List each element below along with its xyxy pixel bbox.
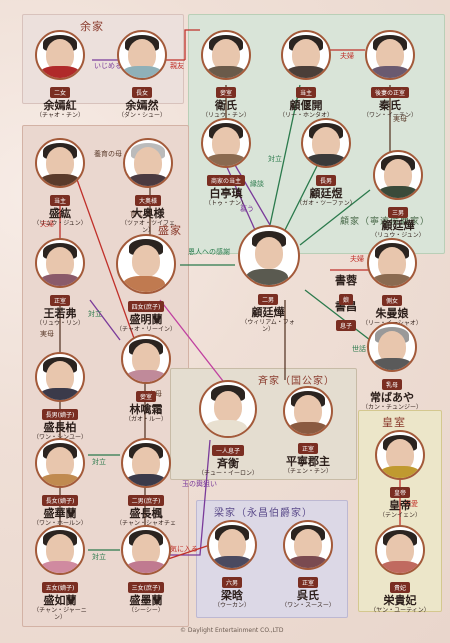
portrait (375, 525, 425, 575)
portrait (283, 386, 333, 436)
rel-tairitsu-joran: 対立 (92, 553, 106, 561)
rel-jitsubo-ko: 実母 (393, 115, 407, 123)
rel-jitsubo-sei: 実母 (40, 330, 54, 338)
person-yo-yanhong: 二女 余嫣紅 （チャオ・チン） (30, 30, 90, 119)
panel-koshitsu-title: 皇室 (382, 416, 406, 429)
panel-sei-title: 盛家 (158, 224, 182, 237)
portrait (35, 30, 85, 80)
portrait (35, 525, 85, 575)
person-ei-shi: 妾室 衛氏 （リュウ・チン） (196, 30, 256, 119)
person-ryo-kan: 六男 梁晗 （ウーカン） (202, 520, 262, 609)
person-jo-ayaya: 乳母 常ばあや （カン・チュンジー） (362, 322, 422, 411)
portrait (35, 138, 85, 188)
portrait (375, 430, 425, 480)
portrait (121, 334, 171, 384)
panel-ko-title: 顧家（寧遠侯爵家） (340, 217, 431, 227)
rel-sekiron: 世話する (352, 345, 380, 353)
portrait (365, 30, 415, 80)
rel-choai: 寵愛 (404, 500, 418, 508)
person-shu-manjo: 側女 朱曼娘 （リー・イーシャオ） (362, 238, 422, 327)
person-rin-kin: 妾室 林噙霜 （ガオ・ルー） (116, 334, 176, 423)
rel-tama-koshi: 玉の輿狙い (182, 480, 217, 488)
person-koteishun: 三男 顧廷燁 （リュウ・ジュン） (368, 150, 428, 239)
portrait (201, 118, 251, 168)
rel-shinyu: 親友 (170, 62, 184, 70)
rel-ijimeru: いじめる (94, 62, 122, 70)
person-ofujin: 大奥様 大奥様 （ツァオ・ツイフェン） (118, 138, 178, 234)
person-shoshu: 書蓉 娘 (335, 274, 357, 305)
rel-sodateru: 育てる (130, 210, 151, 218)
panel-ryo-title: 梁家（永昌伯爵家） (214, 508, 313, 519)
rel-fusai-ko: 夫婦 (340, 52, 354, 60)
portrait (35, 238, 85, 288)
person-sei-chofu: 二男(庶子) 盛長楓 （チャン・シャオチェン） (116, 438, 176, 534)
portrait (121, 525, 171, 575)
portrait (367, 322, 417, 372)
rel-ensatsu: 縁談 (250, 180, 264, 188)
portrait (373, 150, 423, 200)
portrait (281, 30, 331, 80)
person-kotei-yo: 二男 顧廷燁 （ウィリアム・フォン） (238, 225, 300, 333)
panel-yo-title: 余家 (80, 20, 104, 33)
person-hakuteiken: 商家の当主 白亭瑱 （トゥ・ナン） (196, 118, 256, 207)
rel-tairitsu-karan: 対立 (92, 458, 106, 466)
person-sei-bokuran: 三女(庶子) 盛墨蘭 （シーシー） (116, 525, 176, 614)
person-go-shi: 正室 呉氏 （ワン・スースー） (278, 520, 338, 609)
person-koteiso: 長男 顧廷煜 （ガオ・ツーファン） (296, 118, 356, 207)
person-sei-ko: 当主 盛紘 （リュウ・ジュン） (30, 138, 90, 227)
person-yo-yanran: 長女 余嫣然 （ダン・シュー） (112, 30, 172, 119)
person-kotei: 皇帝 皇帝 （テンイェン） (370, 430, 430, 519)
person-sei-karan: 長女(嫡子) 盛華蘭 （ワン・ホールン） (30, 438, 90, 527)
person-o-jakufu: 正室 王若弗 （リュウ・リン） (30, 238, 90, 327)
person-seimeiran: 四女(庶子) 盛明蘭 （チャオ・リーイン） (116, 234, 176, 333)
portrait (123, 138, 173, 188)
person-heineigunshu: 正室 平寧郡主 （チェン・チン） (278, 386, 338, 475)
rel-yoikutsu: 養育の母 (94, 150, 122, 158)
rel-onjin: 恩人への感謝 (188, 248, 230, 256)
person-shin-shi: 後妻の正室 秦氏 （ワン・イーチン） (360, 30, 420, 119)
portrait (207, 520, 257, 570)
portrait (367, 238, 417, 288)
portrait (199, 380, 257, 438)
portrait (35, 352, 85, 402)
portrait (238, 225, 300, 287)
person-sai-ko: 一人息子 斉衡 （チュー・イーロン） (198, 380, 258, 477)
rel-tairitsu-ko: 対立 (268, 155, 282, 163)
rel-tairitsu-sei: 対立 (88, 310, 102, 318)
rel-fusai-ko2: 夫婦 (350, 255, 364, 263)
rel-shitau: 慕う (240, 205, 254, 213)
panel-sai-house (170, 368, 357, 480)
person-eiki: 貴妃 栄貴妃 （ヤン・ユーティン） (370, 525, 430, 614)
person-sei-chohaku: 長男(嫡子) 盛長柏 （ワン・シンユー） (30, 352, 90, 441)
portrait (121, 438, 171, 488)
portrait (301, 118, 351, 168)
copyright-text: © Daylight Entertainment CO.,LTD (180, 627, 284, 634)
portrait (117, 30, 167, 80)
rel-kinimru: 気に入る (170, 545, 198, 553)
person-sei-joran: 五女(嫡子) 盛如蘭 （チャン・ジャーニン） (30, 525, 90, 621)
portrait (283, 520, 333, 570)
panel-sai-title: 斉家（国公家） (258, 376, 335, 387)
rel-fusai-sei: 夫婦 (40, 220, 54, 228)
portrait (116, 234, 176, 294)
portrait (35, 438, 85, 488)
person-koshoken: 当主 顧偃開 （リー・ホンタオ） (276, 30, 336, 119)
portrait (201, 30, 251, 80)
